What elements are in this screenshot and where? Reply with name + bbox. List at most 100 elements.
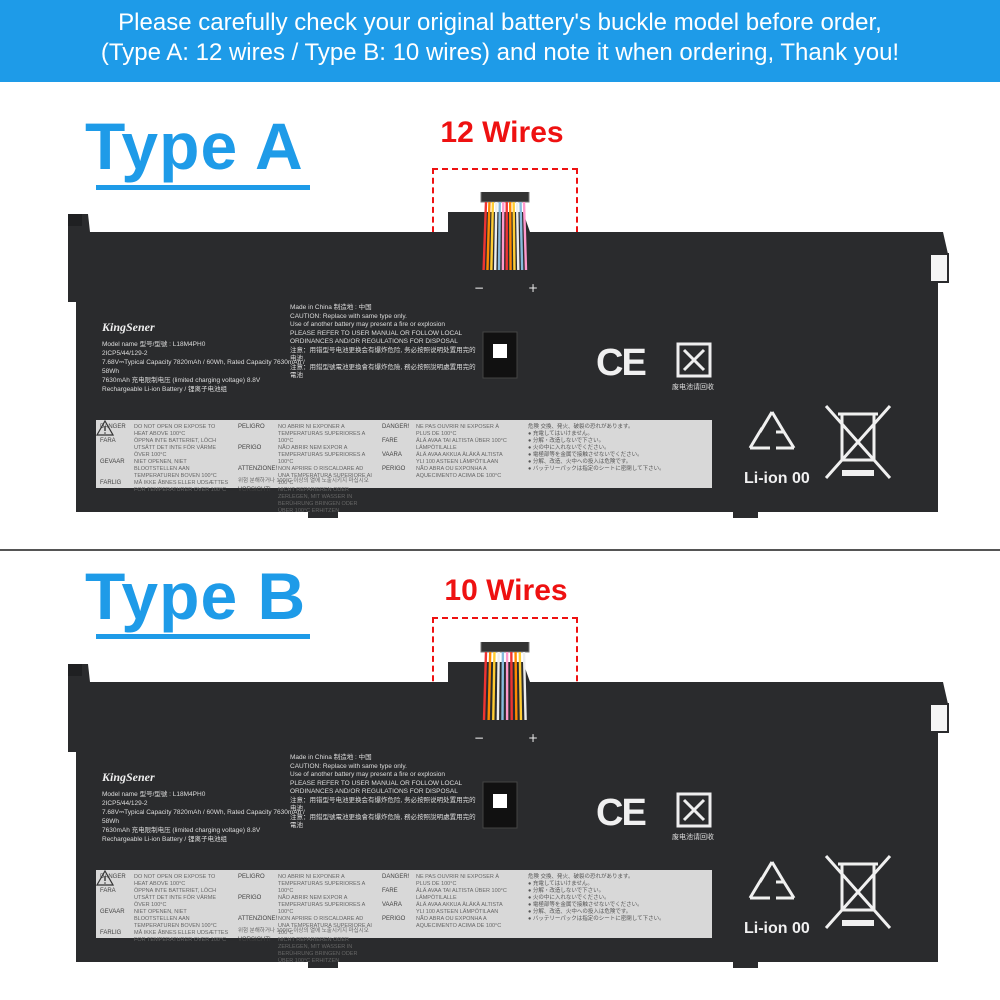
- cell-line: 2ICP5/44/129-2: [102, 350, 148, 357]
- warning-triangle-icon: [96, 870, 114, 886]
- warning-label: DANGER DO NOT OPEN OR EXPOSE TO HEAT ABOV…: [96, 420, 712, 514]
- caution-line: ORDINANCES AND/OR REGULATIONS FOR DISPOS…: [290, 338, 458, 345]
- capacity-line: 7.68V⎓Typical Capacity 7820mAh / 60Wh, R…: [102, 809, 305, 825]
- jp-line: ● 充電してはいけません。: [528, 431, 593, 437]
- jp-line: ● 分解、改造、火中への投入は危険です。: [528, 909, 632, 915]
- label-key: PERIGO: [238, 895, 262, 901]
- type-b-wires-label: 10 Wires: [444, 574, 568, 607]
- label-text: NIET OPENEN, NIET BLOOTSTELLEN AAN TEMPE…: [134, 909, 217, 929]
- label-key: ATTENZIONE!: [238, 916, 278, 922]
- label-text: NON APRIRE O RISCALDARE AD UNA TEMPERATU…: [278, 916, 372, 936]
- brand-label: KingSener: [102, 320, 155, 334]
- label-text: ÄLÄ AVAA TAI ALTISTA ÜBER 100°C LÄMPÖTIL…: [416, 888, 507, 901]
- notice-line-2: (Type A: 12 wires / Type B: 10 wires) an…: [100, 39, 900, 66]
- warning-triangle-icon: [96, 420, 114, 436]
- model-line: Model name 型号/型號 : L18M4PH0: [102, 341, 206, 348]
- label-key: PELIGRO: [238, 424, 265, 430]
- label-text: NE PAS OUVRIR NI EXPOSER À PLUS DE 100°C: [416, 874, 500, 887]
- battery-type-b: −+ KingSener Model name 型号/型號 : L18M4PH0…: [68, 642, 968, 982]
- korean-warning: 위험 분해하거나 100°C 이상의 열에 노출시키지 마십시오: [238, 478, 369, 484]
- label-text: ÄLÄ AVAA AKKUA ÄLÄKÄ ALTISTA YLI 100 AST…: [416, 902, 503, 915]
- label-text: DO NOT OPEN OR EXPOSE TO HEAT ABOVE 100°…: [134, 424, 216, 437]
- label-key: GEVAAR: [100, 909, 125, 915]
- label-key: VORSICHT!: [238, 937, 271, 943]
- type-a-underline: [96, 185, 310, 190]
- label-key: FARA: [100, 888, 116, 894]
- label-key: FARE: [382, 888, 398, 894]
- label-key: FARA: [100, 438, 116, 444]
- warning-col-1: DANGER DO NOT OPEN OR EXPOSE TO HEAT ABOV…: [100, 874, 230, 944]
- wire: [486, 201, 491, 271]
- connector-a: −+: [474, 192, 538, 295]
- label-text: ÖPPNA INTE BATTERIET, LÖCH UTSÄTT DET IN…: [134, 438, 217, 458]
- jp-line: ● 電極部等を金属で接触させないでください。: [528, 452, 643, 458]
- connector-plug: [480, 642, 530, 653]
- wire: [522, 651, 527, 721]
- recycle-caption: 废电池请回收: [672, 834, 714, 841]
- model-line: Model name 型号/型號 : L18M4PH0: [102, 791, 206, 798]
- label-text: NO ABRIR NI EXPONER A TEMPERATURAS SUPER…: [278, 424, 366, 444]
- label-key: DANGER!: [382, 424, 410, 430]
- label-key: PERIGO: [382, 466, 406, 472]
- caution-block: Made in China 制造地 : 中国 CAUTION: Replace …: [290, 304, 480, 381]
- connector-plug: [480, 192, 530, 203]
- notice-banner: Please carefully check your original bat…: [0, 0, 1000, 82]
- weee-bin-icon: [824, 855, 892, 929]
- jp-line: ● 充電してはいけません。: [528, 881, 593, 887]
- wire: [515, 201, 520, 271]
- type-b-title: Type B: [85, 559, 307, 633]
- ce-mark: CE: [596, 342, 647, 384]
- weee-bin-icon: [824, 405, 892, 479]
- caution-line: ORDINANCES AND/OR REGULATIONS FOR DISPOS…: [290, 788, 458, 795]
- wire: [519, 201, 524, 271]
- warning-col-2: PELIGRO NO ABRIR NI EXPONER A TEMPERATURA…: [238, 424, 374, 515]
- wire: [522, 201, 528, 271]
- terminal-plus: +: [528, 281, 538, 295]
- jp-line: ● バッテリーパックは指定のシートに密閉して下さい。: [528, 466, 665, 472]
- spec-block: Model name 型号/型號 : L18M4PH0 2ICP5/44/129…: [102, 790, 312, 844]
- jp-line: 危険 交換、発火、破裂の恐れがあります。: [528, 874, 634, 880]
- label-text: NICHT REPARIEREN ODER ZERLEGEN, MIT WASS…: [278, 487, 358, 514]
- battery-type-a: −+ KingSener Model name 型号/型號 : L18M4PH0…: [68, 192, 968, 532]
- wire: [496, 651, 500, 721]
- caution-line: 注意：用错型号电池更换会有爆炸危险, 务必按照说明处置用完的电池: [290, 346, 476, 363]
- charge-line: 7630mAh 充电限制电压 (limited charging voltage…: [102, 827, 261, 834]
- caution-line: Use of another battery may present a fir…: [290, 771, 445, 778]
- label-text: ÖPPNA INTE BATTERIET, LÖCH UTSÄTT DET IN…: [134, 888, 217, 908]
- jp-line: ● 分解、改造、火中への投入は危険です。: [528, 459, 632, 465]
- brand-label: KingSener: [102, 770, 155, 784]
- japanese-warning: 危険 交換、発火、破裂の恐れがあります。 ● 充電してはいけません。 ● 分解・…: [528, 874, 708, 923]
- label-text: MÅ IKKE ÅBNES ELLER UDSÆTTES FOR TEMPERA…: [134, 480, 229, 493]
- jp-line: ● 分解・改造しないで下さい。: [528, 438, 605, 444]
- label-key: VAARA: [382, 452, 402, 458]
- japanese-warning: 危険 交換、発火、破裂の恐れがあります。 ● 充電してはいけません。 ● 分解・…: [528, 424, 708, 473]
- jp-line: ● 火の中に入れないでください。: [528, 445, 610, 451]
- connector-b: −+: [474, 642, 538, 745]
- label-key: FARLIG: [100, 930, 122, 936]
- label-key: VORSICHT!: [238, 487, 271, 493]
- label-key: FARLIG: [100, 480, 122, 486]
- wire: [490, 201, 495, 271]
- wire: [482, 201, 488, 271]
- ce-mark: CE: [596, 792, 647, 834]
- section-divider: [0, 549, 1000, 551]
- label-text: NÃO ABRA OU EXPONHA A AQUECIMENTO ACIMA …: [416, 916, 502, 929]
- label-key: DANGER: [100, 874, 126, 880]
- li-ion-label: Li-ion 00: [744, 470, 810, 487]
- jp-line: 危険 交換、発火、破裂の恐れがあります。: [528, 424, 634, 430]
- label-text: NE PAS OUVRIR NI EXPOSER À PLUS DE 100°C: [416, 424, 500, 437]
- type-a-wires-label: 12 Wires: [440, 116, 564, 149]
- recycle-caption: 废电池请回收: [672, 384, 714, 391]
- notice-line-1: Please carefully check your original bat…: [118, 9, 882, 36]
- wire: [497, 201, 502, 271]
- caution-line: Use of another battery may present a fir…: [290, 321, 445, 328]
- caution-line: CAUTION: Replace with same type only.: [290, 762, 407, 770]
- label-text: NIET OPENEN, NIET BLOOTSTELLEN AAN TEMPE…: [134, 459, 217, 479]
- label-key: VAARA: [382, 902, 402, 908]
- recycle-icon: [748, 411, 796, 450]
- label-text: NÃO ABRA OU EXPONHA A AQUECIMENTO ACIMA …: [416, 466, 502, 479]
- label-key: DANGER: [100, 424, 126, 430]
- label-text: DO NOT OPEN OR EXPOSE TO HEAT ABOVE 100°…: [134, 874, 216, 887]
- jp-line: ● 分解・改造しないで下さい。: [528, 888, 605, 894]
- label-text: NO ABRIR NI EXPONER A TEMPERATURAS SUPER…: [278, 874, 366, 894]
